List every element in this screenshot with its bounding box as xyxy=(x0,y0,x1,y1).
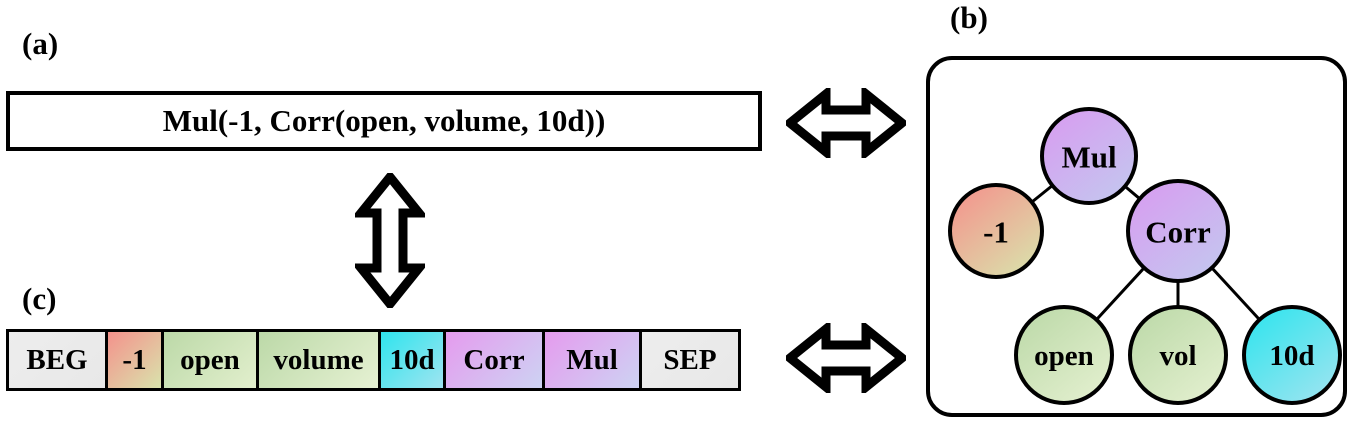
tree-node-label: 10d xyxy=(1269,340,1314,372)
token-label: Mul xyxy=(566,343,618,376)
tree-node-vol: vol xyxy=(1128,305,1228,405)
tree-node-label: open xyxy=(1034,340,1094,372)
tree-node-group: Mul -1 Corr open vol 10d xyxy=(948,107,1342,405)
token-sep: SEP xyxy=(639,329,741,391)
token-open: open xyxy=(161,329,259,391)
token-label: -1 xyxy=(122,343,147,376)
token-beg: BEG xyxy=(6,329,108,391)
tree-node-circle xyxy=(1040,107,1138,205)
token-mul: Mul xyxy=(542,329,642,391)
tree-edge-mul-neg1 xyxy=(1029,183,1055,205)
expression-tree-panel: Mul -1 Corr open vol 10d xyxy=(926,56,1347,417)
tree-node-circle xyxy=(1014,305,1114,405)
tree-node-circle xyxy=(948,183,1044,279)
panel-label-b: (b) xyxy=(950,0,988,35)
token-volume: volume xyxy=(256,329,381,391)
double-arrow-tokens-tree-icon xyxy=(786,323,906,393)
panel-label-a: (a) xyxy=(22,26,59,61)
token-10d: 10d xyxy=(378,329,446,391)
token--1: -1 xyxy=(105,329,164,391)
tree-edge-corr-open xyxy=(1094,265,1147,323)
double-arrow-expression-tokens-icon xyxy=(355,173,425,308)
tree-node-mul: Mul xyxy=(1040,107,1138,205)
tree-node-label: vol xyxy=(1159,340,1196,372)
token-sequence: BEG -1 open volume 10d Corr Mul SEP xyxy=(6,329,741,391)
tree-node-circle xyxy=(1128,305,1228,405)
tree-node-label: Corr xyxy=(1145,215,1211,250)
tree-node-open: open xyxy=(1014,305,1114,405)
tree-node-label: -1 xyxy=(983,215,1009,250)
token-label: BEG xyxy=(26,343,88,376)
expression-text: Mul(-1, Corr(open, volume, 10d)) xyxy=(162,103,606,138)
tree-edge-corr-10d xyxy=(1209,265,1262,323)
expression-tree-svg: Mul -1 Corr open vol 10d xyxy=(948,107,1342,405)
tree-node-neg1: -1 xyxy=(948,183,1044,279)
double-arrow-expression-tree-icon xyxy=(786,88,906,158)
token-label: volume xyxy=(273,343,364,376)
token-label: Corr xyxy=(463,343,525,376)
token-label: SEP xyxy=(663,343,717,376)
tree-node-circle xyxy=(1242,305,1342,405)
expression-box: Mul(-1, Corr(open, volume, 10d)) xyxy=(6,91,762,151)
tree-node-circle xyxy=(1126,179,1230,283)
token-label: 10d xyxy=(389,343,435,376)
tree-node-label: Mul xyxy=(1061,140,1117,175)
tree-node-10d: 10d xyxy=(1242,305,1342,405)
token-corr: Corr xyxy=(443,329,545,391)
tree-node-corr: Corr xyxy=(1126,179,1230,283)
panel-label-c: (c) xyxy=(22,281,57,316)
token-label: open xyxy=(180,343,240,376)
